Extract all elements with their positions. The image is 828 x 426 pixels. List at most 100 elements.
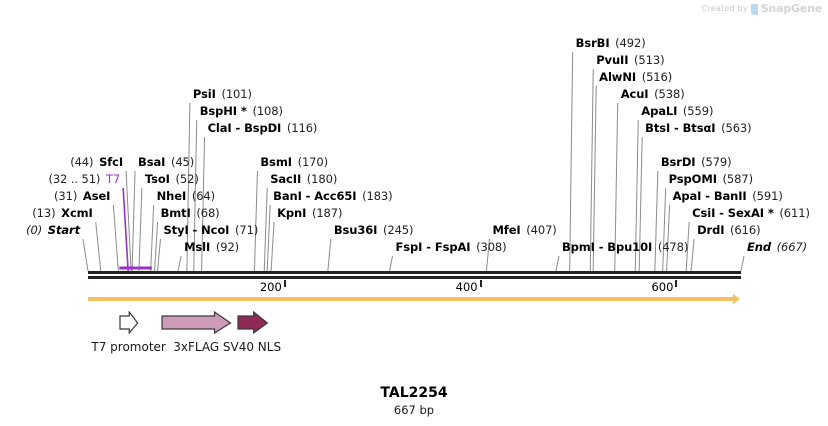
enzyme-name: BtsI - BtsαI xyxy=(645,121,716,135)
leader-line xyxy=(690,238,695,272)
orf-track-arrowhead xyxy=(733,294,740,304)
watermark-prefix: Created by xyxy=(701,4,748,13)
enzyme-label[interactable]: AcuI (538) xyxy=(621,87,685,101)
leader-line xyxy=(154,221,159,272)
feature-arrow-shape xyxy=(119,311,139,335)
enzyme-label[interactable]: FspI - FspAI (308) xyxy=(396,240,507,254)
enzyme-position: (308) xyxy=(476,240,507,254)
enzyme-name: BpmI - Bpu10I xyxy=(561,240,653,254)
ruler-tick-label: 600 xyxy=(651,280,674,294)
enzyme-position: (64) xyxy=(191,189,216,203)
feature-arrow[interactable] xyxy=(119,311,140,335)
enzyme-label[interactable]: PsiI (101) xyxy=(193,87,252,101)
leader-line xyxy=(740,255,745,272)
enzyme-label[interactable]: Bsu36I (245) xyxy=(334,223,414,237)
enzyme-position: (116) xyxy=(286,121,318,135)
enzyme-name: BanI - Acc65I xyxy=(273,189,357,203)
enzyme-name: End xyxy=(747,240,771,254)
enzyme-label[interactable]: CsiI - SexAI * (611) xyxy=(692,206,810,220)
enzyme-label[interactable]: (44) SfcI xyxy=(70,155,123,169)
enzyme-label[interactable]: BpmI - Bpu10I (478) xyxy=(562,240,688,254)
enzyme-label[interactable]: AlwNI (516) xyxy=(599,70,672,84)
enzyme-position: (108) xyxy=(252,104,283,118)
enzyme-label[interactable]: BsrDI (579) xyxy=(661,155,732,169)
enzyme-position: (68) xyxy=(196,206,220,220)
enzyme-label[interactable]: BtsI - BtsαI (563) xyxy=(645,121,751,135)
enzyme-label[interactable]: NheI (64) xyxy=(157,189,215,203)
enzyme-label[interactable]: BspHI * (108) xyxy=(200,104,283,118)
enzyme-label[interactable]: End (667) xyxy=(747,240,807,254)
enzyme-name: Start xyxy=(47,223,80,237)
enzyme-label[interactable]: (31) AseI xyxy=(54,189,110,203)
enzyme-label[interactable]: BsrBI (492) xyxy=(576,36,646,50)
sequence-line-top xyxy=(88,271,741,274)
feature-arrow[interactable] xyxy=(161,311,233,335)
enzyme-label[interactable]: BmtI (68) xyxy=(161,206,220,220)
enzyme-label[interactable]: ClaI - BspDI (116) xyxy=(208,121,318,135)
ruler-tick xyxy=(283,280,286,287)
enzyme-label[interactable]: (13) XcmI xyxy=(32,206,93,220)
leader-line xyxy=(270,221,275,272)
enzyme-name: AseI xyxy=(82,189,111,203)
enzyme-label[interactable]: StyI - NcoI (71) xyxy=(164,223,259,237)
enzyme-name: SfcI xyxy=(99,155,124,169)
enzyme-position: (492) xyxy=(615,36,646,50)
enzyme-position: (92) xyxy=(215,240,240,254)
construct-name: TAL2254 xyxy=(380,385,448,401)
enzyme-position: (0) xyxy=(26,223,43,237)
enzyme-label[interactable]: PspOMI (587) xyxy=(669,172,753,186)
enzyme-name: KpnI xyxy=(277,206,307,220)
enzyme-position: (587) xyxy=(722,172,754,186)
enzyme-label[interactable]: TsoI (52) xyxy=(145,172,199,186)
leader-line xyxy=(150,204,155,272)
enzyme-name: XcmI xyxy=(61,206,93,220)
enzyme-name: FspI - FspAI xyxy=(395,240,471,254)
leader-line xyxy=(253,170,258,272)
enzyme-position: (183) xyxy=(362,189,393,203)
enzyme-label[interactable]: (0) Start xyxy=(26,223,80,237)
feature-arrow[interactable] xyxy=(237,311,269,335)
enzyme-label[interactable]: DrdI (616) xyxy=(697,223,761,237)
enzyme-name: CsiI - SexAI * xyxy=(692,206,774,220)
enzyme-position: (591) xyxy=(752,189,783,203)
enzyme-name: AcuI xyxy=(620,87,649,101)
enzyme-name: TsoI xyxy=(144,172,170,186)
enzyme-label[interactable]: SacII (180) xyxy=(270,172,337,186)
leader-line xyxy=(95,221,102,272)
enzyme-position: (71) xyxy=(235,223,259,237)
leader-line xyxy=(555,255,560,272)
leader-line xyxy=(263,187,268,272)
enzyme-position: (44) xyxy=(70,155,94,169)
leader-line xyxy=(654,170,659,272)
enzyme-name: T7 xyxy=(105,172,121,186)
enzyme-position: (516) xyxy=(641,70,673,84)
enzyme-position: (31) xyxy=(54,189,78,203)
enzyme-label[interactable]: BsmI (170) xyxy=(260,155,328,169)
enzyme-label[interactable]: MslI (92) xyxy=(184,240,239,254)
enzyme-label[interactable]: KpnI (187) xyxy=(277,206,342,220)
enzyme-name: BsrBI xyxy=(575,36,610,50)
leader-line xyxy=(122,187,129,272)
enzyme-label[interactable]: PvuII (513) xyxy=(596,53,664,67)
enzyme-position: (538) xyxy=(654,87,685,101)
watermark-brand: SnapGene xyxy=(760,2,822,15)
snapgene-logo-icon xyxy=(750,4,758,15)
enzyme-label[interactable]: BsaI (45) xyxy=(138,155,194,169)
enzyme-name: AlwNI xyxy=(599,70,637,84)
leader-line xyxy=(569,51,574,272)
enzyme-position: (579) xyxy=(701,155,732,169)
enzyme-label[interactable]: ApaI - BanII (591) xyxy=(673,189,783,203)
enzyme-name: Bsu36I xyxy=(333,223,378,237)
enzyme-name: SacII xyxy=(270,172,302,186)
enzyme-position: (180) xyxy=(306,172,338,186)
enzyme-name: MfeI xyxy=(492,223,521,237)
enzyme-position: (45) xyxy=(170,155,195,169)
enzyme-label[interactable]: BanI - Acc65I (183) xyxy=(273,189,392,203)
enzyme-position: (52) xyxy=(175,172,199,186)
enzyme-label[interactable]: MfeI (407) xyxy=(492,223,556,237)
ruler-tick-label: 400 xyxy=(455,280,478,294)
enzyme-label[interactable]: (32 .. 51) T7 xyxy=(48,172,120,186)
sequence-line-bottom xyxy=(88,276,741,279)
orf-track-line xyxy=(88,297,733,301)
enzyme-label[interactable]: ApaLI (559) xyxy=(641,104,713,118)
